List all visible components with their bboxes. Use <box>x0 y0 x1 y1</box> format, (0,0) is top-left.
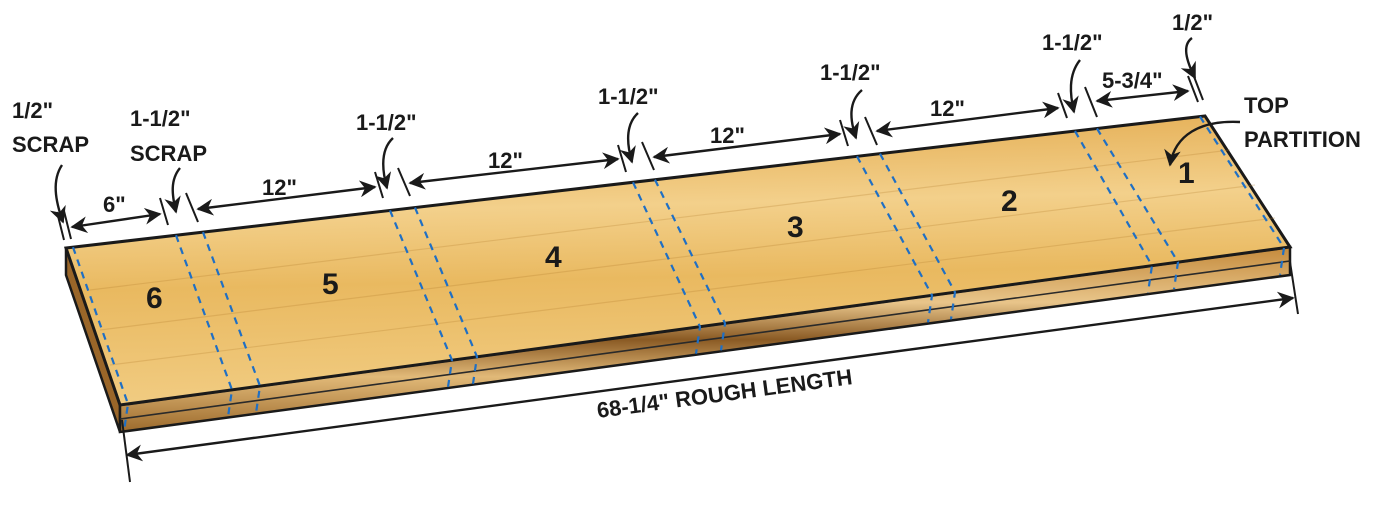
part-number-4: 4 <box>545 241 562 274</box>
dimension-arrows <box>49 37 1299 483</box>
part-number-6: 6 <box>146 282 163 315</box>
label-12-inch-part2: 12" <box>930 96 965 121</box>
cut-line <box>1199 115 1286 275</box>
label-6-inch: 6" <box>103 192 126 217</box>
label-5-3-4-inch: 5-3/4" <box>1102 68 1163 93</box>
label-12-inch-part5: 12" <box>262 175 297 200</box>
part-number-5: 5 <box>322 268 339 301</box>
part-number-3: 3 <box>787 211 804 244</box>
cut-line <box>1074 130 1154 293</box>
label-partition: PARTITION <box>1244 127 1361 152</box>
label-12-inch-part3: 12" <box>710 123 745 148</box>
label-kerf-3: 1-1/2" <box>820 60 881 85</box>
cut-line <box>1096 127 1180 290</box>
board <box>63 114 1293 434</box>
label-kerf-1: 1-1/2" <box>356 110 417 135</box>
board-top-face <box>63 114 1293 407</box>
label-half-scrap: SCRAP <box>12 132 89 157</box>
label-one-half-scrap: SCRAP <box>130 141 207 166</box>
label-kerf-4: 1-1/2" <box>1042 30 1103 55</box>
label-top: TOP <box>1244 93 1289 118</box>
label-one-half-scrap-size: 1-1/2" <box>130 106 191 131</box>
label-12-inch-part4: 12" <box>488 148 523 173</box>
part-number-1: 1 <box>1178 157 1195 190</box>
label-rough-length: 68-1/4" ROUGH LENGTH <box>595 364 853 423</box>
label-half-scrap-size: 1/2" <box>12 98 53 123</box>
part-number-2: 2 <box>1001 185 1018 218</box>
label-half-inch: 1/2" <box>1172 10 1213 35</box>
cut-line <box>71 246 130 432</box>
label-kerf-2: 1-1/2" <box>598 84 659 109</box>
